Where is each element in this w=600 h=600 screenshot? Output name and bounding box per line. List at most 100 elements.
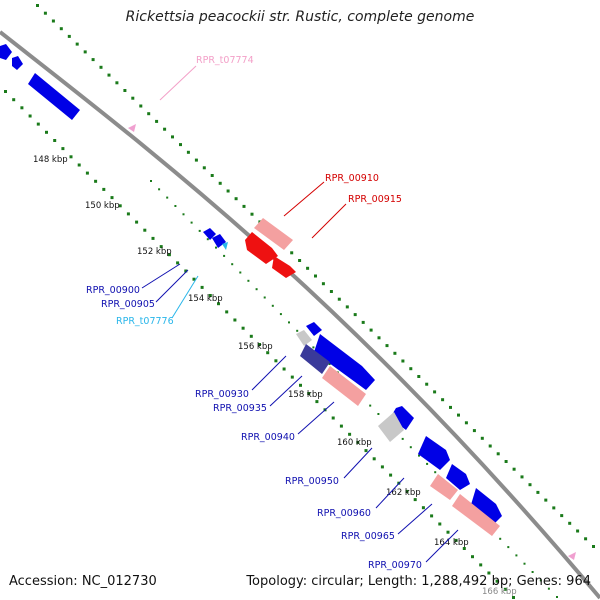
tick-label-160: 160 kbp bbox=[337, 438, 372, 448]
track-dot bbox=[166, 196, 169, 199]
track-dot bbox=[184, 269, 188, 273]
cds-feature-00960 bbox=[430, 474, 458, 500]
cds-feature bbox=[446, 464, 470, 490]
track-dot bbox=[401, 437, 404, 440]
track-dot bbox=[279, 313, 282, 316]
tick-label-164: 164 kbp bbox=[434, 538, 469, 548]
track-dot bbox=[520, 475, 524, 479]
track-dot bbox=[274, 359, 278, 363]
cds-feature-00910 bbox=[254, 218, 293, 250]
track-dot bbox=[255, 288, 258, 291]
cds-feature bbox=[28, 73, 80, 120]
track-dot bbox=[242, 204, 246, 208]
track-dot bbox=[234, 197, 238, 201]
track-dot bbox=[206, 238, 209, 241]
track-dot bbox=[499, 537, 502, 540]
gene-label-00910: RPR_00910 bbox=[325, 173, 379, 184]
track-dot bbox=[194, 158, 198, 162]
track-dot bbox=[321, 282, 325, 286]
track-dot bbox=[271, 304, 274, 307]
track-dot bbox=[536, 490, 540, 494]
track-dot bbox=[369, 404, 372, 407]
track-dot bbox=[356, 440, 360, 444]
track-dot bbox=[135, 220, 139, 224]
track-dot bbox=[239, 271, 242, 274]
track-dot bbox=[28, 114, 32, 118]
cds-feature bbox=[0, 44, 12, 60]
track-dot bbox=[99, 65, 103, 69]
track-dot bbox=[487, 571, 491, 575]
track-dot bbox=[314, 274, 317, 278]
track-dot bbox=[328, 363, 331, 365]
gene-label-00970: RPR_00970 bbox=[368, 560, 422, 571]
track-dot bbox=[94, 179, 98, 183]
track-dot bbox=[409, 367, 413, 371]
track-dot bbox=[215, 246, 217, 249]
track-dot bbox=[299, 383, 302, 387]
cds-feature bbox=[418, 436, 450, 470]
gene-label-00935: RPR_00935 bbox=[213, 403, 267, 414]
track-dot bbox=[123, 89, 127, 92]
track-dot bbox=[495, 579, 499, 583]
gene-label-00930: RPR_00930 bbox=[195, 389, 249, 400]
track-dot bbox=[457, 413, 460, 417]
track-dot bbox=[315, 400, 319, 404]
track-dot bbox=[426, 462, 429, 465]
track-dot bbox=[290, 251, 294, 255]
track-dot bbox=[430, 514, 434, 518]
track-dot bbox=[210, 174, 214, 177]
cds-feature-00930 bbox=[296, 330, 312, 346]
track-dot bbox=[75, 42, 79, 46]
track-dot bbox=[4, 90, 7, 93]
track-dot bbox=[158, 188, 161, 191]
track-dot bbox=[512, 467, 516, 471]
track-dot bbox=[192, 277, 196, 281]
track-dot bbox=[51, 19, 55, 23]
gene-label-t07774: RPR_t07774 bbox=[196, 55, 254, 66]
track-dot bbox=[131, 96, 135, 100]
label-leaders bbox=[141, 65, 459, 563]
gene-label-00960: RPR_00960 bbox=[317, 508, 371, 519]
track-dot bbox=[126, 212, 130, 216]
track-dot bbox=[115, 81, 119, 85]
track-dot bbox=[167, 253, 171, 257]
track-dot bbox=[472, 429, 476, 433]
track-dot bbox=[258, 343, 261, 346]
track-dot bbox=[202, 166, 206, 170]
cds-feature bbox=[12, 56, 23, 70]
track-dot bbox=[223, 254, 226, 257]
track-dot bbox=[155, 119, 159, 123]
track-dot bbox=[179, 143, 182, 147]
track-dot bbox=[446, 530, 450, 534]
cds-feature-00915b bbox=[272, 256, 296, 278]
track-dot bbox=[339, 424, 343, 428]
track-dot bbox=[163, 127, 167, 131]
track-dot bbox=[369, 328, 373, 332]
track-dot bbox=[377, 413, 380, 415]
track-dot bbox=[584, 537, 588, 541]
track-dot bbox=[434, 471, 437, 474]
track-dot bbox=[91, 58, 95, 62]
track-dot bbox=[348, 432, 352, 436]
track-dot bbox=[464, 421, 468, 425]
track-dot bbox=[77, 163, 81, 167]
track-dot bbox=[413, 498, 417, 502]
track-dot bbox=[425, 382, 429, 386]
accession-label: Accession: NC_012730 bbox=[9, 574, 157, 589]
track-dot bbox=[515, 554, 518, 557]
track-dot bbox=[218, 181, 222, 185]
tick-label-166: 166 kbp bbox=[482, 587, 517, 597]
track-dot bbox=[479, 563, 483, 567]
track-dot bbox=[159, 245, 163, 249]
cds-feature bbox=[314, 334, 375, 390]
dotted-tracks bbox=[4, 4, 595, 599]
track-dot bbox=[85, 171, 89, 175]
track-dot bbox=[528, 483, 532, 487]
gene-label-00965: RPR_00965 bbox=[341, 531, 395, 542]
gene-label-00950: RPR_00950 bbox=[285, 476, 339, 487]
track-dot bbox=[523, 562, 526, 565]
track-dot bbox=[438, 522, 442, 526]
track-dot bbox=[544, 498, 548, 502]
track-dot bbox=[503, 587, 507, 591]
track-dot bbox=[67, 34, 71, 38]
